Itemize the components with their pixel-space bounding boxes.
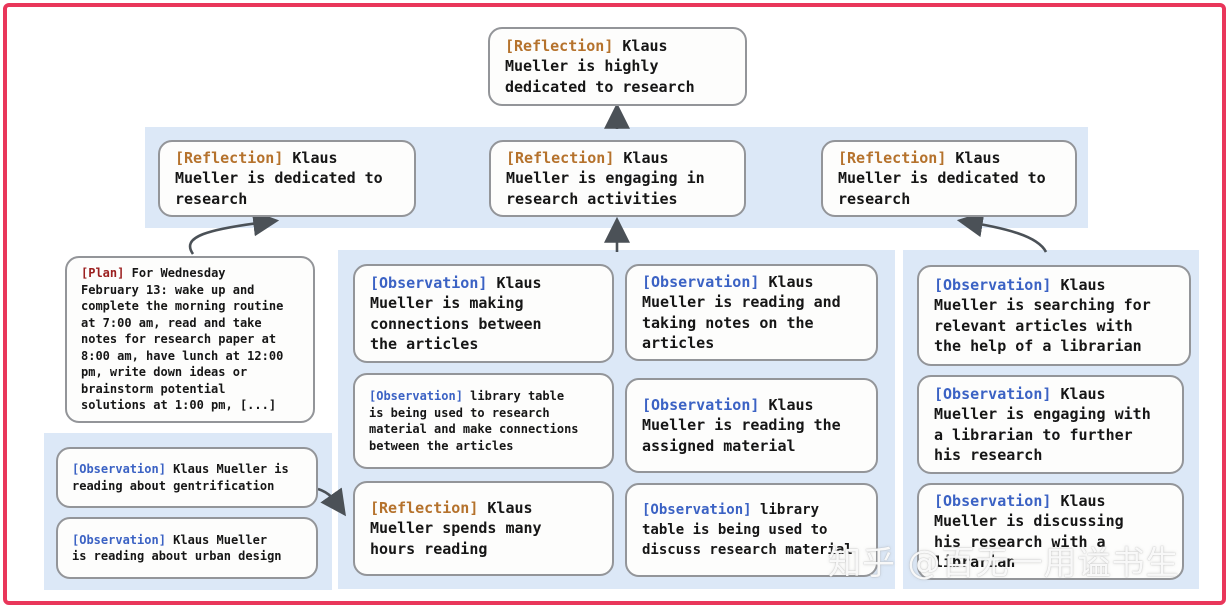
- plan-tag: [Plan]: [81, 266, 125, 281]
- node-text: library table is being used to research …: [369, 389, 579, 453]
- node-reflection-top: [Reflection] Klaus Mueller is highly ded…: [488, 27, 747, 106]
- node-reflection-hours-reading: [Reflection] Klaus Mueller spends many h…: [353, 481, 614, 576]
- node-observation-library-table-discuss: [Observation] library table is being use…: [625, 483, 878, 577]
- node-observation-library-table-research: [Observation] library table is being use…: [353, 373, 614, 469]
- observation-tag: [Observation]: [934, 491, 1052, 510]
- node-text: Klaus Mueller spends many hours reading: [370, 498, 542, 558]
- node-text: Klaus Mueller is dedicated to research: [175, 148, 383, 208]
- observation-tag: [Observation]: [642, 502, 752, 518]
- node-observation-taking-notes: [Observation] Klaus Mueller is reading a…: [625, 264, 878, 361]
- node-text: For Wednesday February 13: wake up and c…: [81, 266, 284, 413]
- node-plan: [Plan] For Wednesday February 13: wake u…: [65, 256, 315, 423]
- node-observation-engaging-librarian: [Observation] Klaus Mueller is engaging …: [917, 375, 1184, 474]
- node-text: library table is being used to discuss r…: [642, 502, 853, 558]
- observation-tag: [Observation]: [369, 389, 463, 403]
- reflection-tag: [Reflection]: [506, 148, 615, 167]
- reflection-tag: [Reflection]: [505, 36, 614, 55]
- node-observation-urban-design: [Observation] Klaus Mueller is reading a…: [56, 517, 318, 579]
- reflection-tag: [Reflection]: [175, 148, 284, 167]
- node-text: Klaus Mueller is reading about gentrific…: [72, 462, 289, 493]
- zhihu-watermark: 知乎 @百无一用谥书生: [828, 543, 1180, 582]
- reflection-tag: [Reflection]: [838, 148, 947, 167]
- node-observation-discussing-librarian: [Observation] Klaus Mueller is discussin…: [917, 483, 1184, 580]
- node-text: Klaus Mueller is searching for relevant …: [934, 275, 1151, 356]
- node-reflection-row2-left: [Reflection] Klaus Mueller is dedicated …: [158, 140, 416, 217]
- node-reflection-row2-right: [Reflection] Klaus Mueller is dedicated …: [821, 140, 1077, 217]
- node-text: Klaus Mueller is engaging with a librari…: [934, 384, 1151, 465]
- node-observation-making-connections: [Observation] Klaus Mueller is making co…: [353, 264, 614, 363]
- node-reflection-row2-middle: [Reflection] Klaus Mueller is engaging i…: [489, 140, 746, 217]
- node-text: Klaus Mueller is reading and taking note…: [642, 272, 841, 353]
- node-text: Klaus Mueller is reading about urban des…: [72, 532, 282, 564]
- observation-tag: [Observation]: [72, 532, 166, 547]
- observation-tag: [Observation]: [370, 273, 488, 292]
- observation-tag: [Observation]: [72, 462, 166, 476]
- node-text: Klaus Mueller is engaging in research ac…: [506, 148, 705, 208]
- observation-tag: [Observation]: [934, 384, 1052, 403]
- observation-tag: [Observation]: [642, 395, 760, 414]
- observation-tag: [Observation]: [934, 275, 1052, 294]
- observation-tag: [Observation]: [642, 272, 760, 291]
- node-observation-assigned-material: [Observation] Klaus Mueller is reading t…: [625, 378, 878, 473]
- node-text: Klaus Mueller is reading the assigned ma…: [642, 395, 841, 455]
- node-observation-searching-articles: [Observation] Klaus Mueller is searching…: [917, 265, 1191, 366]
- node-text: Klaus Mueller is highly dedicated to res…: [505, 36, 695, 96]
- node-text: Klaus Mueller is dedicated to research: [838, 148, 1046, 208]
- reflection-tag: [Reflection]: [370, 498, 479, 517]
- node-observation-gentrification: [Observation] Klaus Mueller is reading a…: [56, 447, 318, 508]
- node-text: Klaus Mueller is discussing his research…: [934, 491, 1124, 572]
- node-text: Klaus Mueller is making connections betw…: [370, 273, 542, 354]
